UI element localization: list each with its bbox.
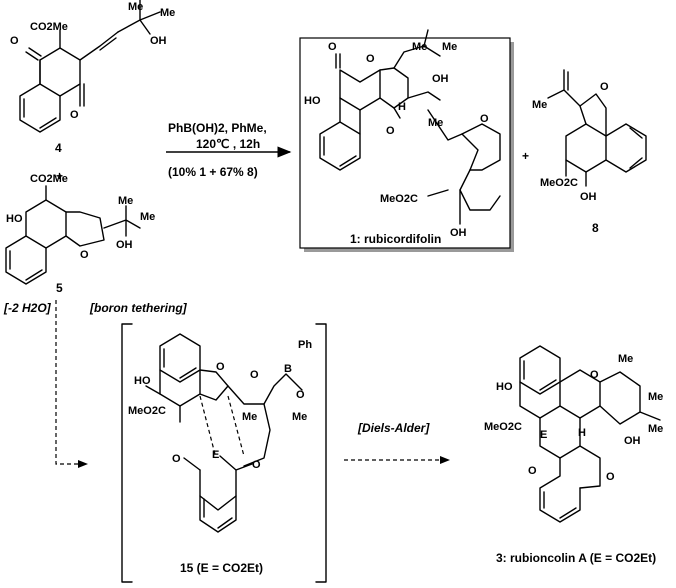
compound-4-label: 4 [55,141,62,155]
dotted-arrow-down [55,300,80,465]
c8-hydroxyl: OH [580,191,597,203]
c3-hydroxyl-2: OH [624,435,641,447]
compound-4-structure: O O CO2Me Me Me OH [10,0,175,133]
compound-5-label: 5 [56,281,63,295]
c15-furan-o: O [216,361,225,373]
c3-me-3: Me [648,423,663,435]
c15-phenyl: Ph [298,339,312,351]
c4-hydroxyl: OH [150,35,167,47]
c8-me: Me [532,99,547,111]
c1-ring-o2: O [386,125,395,137]
c15-b-o1: O [250,369,259,381]
compound-3-structure: HO O Me Me Me OH MeO2C E H O O [484,345,663,523]
c15-e: E [212,449,219,461]
bracket-left [121,323,133,583]
c5-furan-o: O [80,249,89,261]
compound-5-structure: CO2Me HO O Me Me OH [5,173,155,285]
c5-ester: CO2Me [30,173,68,185]
diels-alder-arrow-head [440,456,450,464]
bracket-right [315,323,327,583]
c8-furan-o: O [600,81,609,93]
compound-15-caption: 15 (E = CO2Et) [180,561,263,575]
c5-me-2: Me [140,211,155,223]
c15-boron: B [284,363,292,375]
c1-lactone-o: O [328,41,337,53]
compound-1-structure: O O Me Me OH H HO Me O O MeO2C OH [304,29,501,239]
c4-me-1: Me [128,1,143,13]
compound-1-caption: 1: rubicordifolin [350,232,441,246]
c3-ester: MeO2C [484,421,522,433]
rubicordifolin-box [299,37,511,249]
c3-h: H [578,427,586,439]
c15-b-o2: O [296,389,305,401]
c15-me-2: Me [292,411,307,423]
c15-oxo-1: O [172,453,181,465]
compound-8-structure: O Me MeO2C OH [532,69,647,203]
c1-hydroxyl-2: OH [432,73,449,85]
c5-hydroxyl: OH [116,239,133,251]
compound-15-structure: HO O MeO2C Me Me O B Ph O E O O [128,333,312,533]
plus-reactants: + [56,169,63,183]
step-boron-tethering: [boron tethering] [89,301,188,315]
compound-8-label: 8 [592,221,599,235]
c1-me-c: Me [428,117,443,129]
c3-oxo-2: O [606,471,615,483]
c3-me-1: Me [618,353,633,365]
c1-furan-o: O [480,113,489,125]
c3-hydroxyl: HO [496,381,513,393]
c4-ester: CO2Me [30,21,68,33]
c3-oxo-1: O [528,465,537,477]
c15-oxo-2: O [252,459,261,471]
reagents-line-2: 120℃ , 12h [196,137,260,151]
step-dehydration: [-2 H2O] [3,301,52,315]
c1-ester: MeO2C [380,193,418,205]
c1-h: H [398,101,406,113]
reagents-line-1: PhB(OH)2, PhMe, [168,121,267,135]
c8-ester: MeO2C [540,177,578,189]
c1-hydroxyl: HO [304,95,321,107]
c5-me-1: Me [118,195,133,207]
c15-hydroxyl: HO [134,375,151,387]
c15-me-1: Me [242,411,257,423]
c4-me-2: Me [160,7,175,19]
plus-products: + [522,149,529,163]
c1-me-b: Me [442,41,457,53]
yield-text: (10% 1 + 67% 8) [168,165,258,179]
c3-ring-o: O [590,369,599,381]
step-diels-alder: [Diels-Alder] [357,421,430,435]
dotted-arrow-head [78,460,88,468]
c15-ester: MeO2C [128,405,166,417]
compound-3-caption: 3: rubioncolin A (E = CO2Et) [496,551,656,565]
c4-oxo-bottom: O [70,109,79,121]
c4-oxo-top: O [10,35,19,47]
c5-hydroxyl-ring: HO [6,213,23,225]
c1-ring-o: O [366,53,375,65]
c3-me-2: Me [648,391,663,403]
c1-me-a: Me [412,41,427,53]
c1-hydroxyl-3: OH [450,227,467,239]
c3-e: E [540,429,547,441]
